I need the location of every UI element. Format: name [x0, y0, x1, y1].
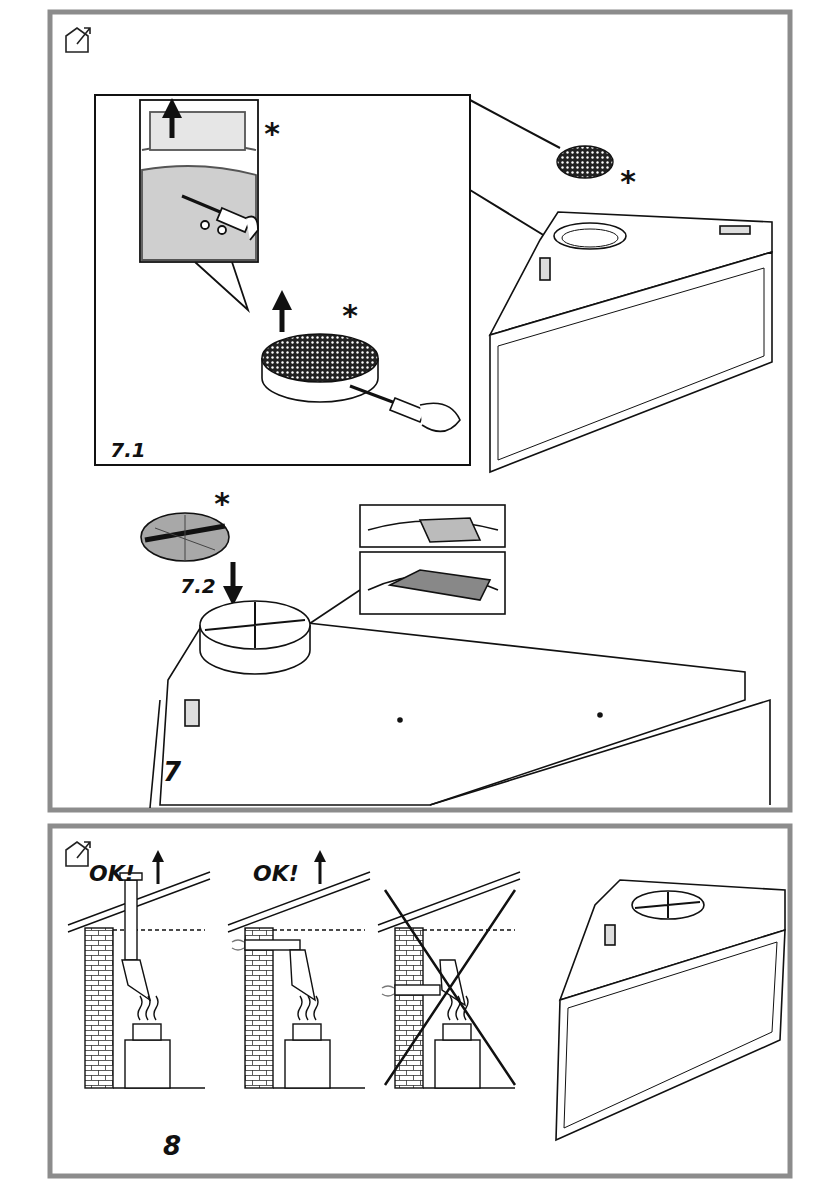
zoom-bubble-part	[360, 552, 505, 614]
ok-mark: OK!	[89, 863, 135, 885]
zoom-bubble	[300, 505, 505, 630]
house-icon-part	[77, 28, 90, 44]
zoom-bubble-part	[170, 108, 175, 138]
cooker-hood	[150, 601, 770, 808]
venting-scene-part	[385, 890, 515, 1085]
zoom-bubble-part	[182, 196, 225, 214]
venting-scene-part	[138, 996, 158, 1020]
cooker-hood-part	[605, 925, 615, 945]
cooker-hood-part	[200, 601, 310, 649]
venting-scene-part	[298, 996, 318, 1020]
cooker-hood-part	[490, 252, 772, 472]
cooker-hood-part	[632, 891, 704, 919]
cooker-hood-part	[598, 713, 602, 717]
zoom-bubble-part	[390, 570, 490, 600]
zoom-bubble-part	[218, 226, 226, 234]
asterisk-note: *	[264, 119, 280, 149]
zoom-bubble-part	[150, 112, 245, 150]
grease-filter	[262, 300, 460, 431]
figure-number: 7.2	[180, 576, 215, 596]
venting-scene-part	[382, 986, 394, 996]
panel-frame	[50, 12, 790, 1176]
inset-frame-part	[470, 100, 560, 236]
zoom-bubble-part	[142, 166, 256, 260]
house-icon	[66, 28, 90, 866]
venting-scene-part	[293, 1024, 321, 1040]
cooker-hood-part	[205, 602, 305, 648]
house-icon-part	[66, 28, 88, 52]
venting-scene-part	[122, 960, 150, 1000]
cooker-hood-part	[185, 700, 199, 726]
asterisk-note: *	[214, 489, 230, 519]
venting-scene-part	[245, 940, 300, 950]
panel-frame-part	[50, 12, 790, 810]
venting-scene-part	[319, 856, 322, 884]
grease-filter-part	[390, 398, 425, 422]
cooker-hood-part	[498, 268, 764, 460]
cooker-hood-part	[556, 930, 785, 1140]
carbon-filter-part	[141, 513, 229, 561]
cooker-hood-part	[150, 700, 160, 808]
cooker-hood	[490, 212, 772, 472]
zoom-bubble-part	[360, 505, 505, 547]
venting-scene-part	[290, 950, 315, 1000]
grease-filter-part	[557, 146, 613, 178]
zoom-bubble-part	[217, 208, 250, 232]
venting-scene-part	[395, 985, 440, 995]
venting-scene-part	[273, 929, 365, 930]
grease-filter	[557, 146, 613, 178]
cooker-hood-part	[720, 226, 750, 234]
cooker-hood-part	[635, 892, 700, 918]
carbon-filter	[141, 513, 233, 596]
cooker-hood-part	[540, 258, 550, 280]
panel-number: 8	[163, 1133, 181, 1159]
cooker-hood-part	[398, 718, 402, 722]
venting-scene	[68, 856, 520, 1088]
house-icon-part	[66, 842, 88, 866]
venting-scene-part	[245, 928, 273, 1088]
cooker-hood-part	[564, 942, 777, 1128]
panel-number: 7	[163, 759, 181, 785]
grease-filter-part	[280, 300, 285, 332]
zoom-bubble-part	[420, 518, 480, 542]
cooker-hood-part	[562, 229, 618, 247]
grease-filter-part	[262, 334, 378, 382]
zoom-bubble-part	[246, 217, 258, 241]
carbon-filter-part	[155, 515, 215, 560]
zoom-bubble-part	[195, 262, 248, 310]
venting-scene-part	[423, 929, 515, 930]
venting-scene-part	[232, 940, 244, 950]
carbon-filter-part	[231, 562, 236, 596]
zoom-bubble	[140, 100, 258, 310]
ok-mark: OK!	[253, 863, 299, 885]
zoom-bubble-part	[140, 100, 258, 262]
venting-scene-part	[85, 928, 113, 1088]
venting-scene-part	[125, 1040, 170, 1088]
venting-scene-part	[443, 1024, 471, 1040]
venting-scene-part	[133, 1024, 161, 1040]
asterisk-note: *	[342, 301, 358, 331]
cooker-hood-part	[430, 700, 770, 805]
cooker-hood-part	[554, 223, 626, 249]
venting-scene-part	[125, 880, 137, 960]
figure-number: 7.1	[110, 440, 145, 460]
house-icon-part	[77, 842, 90, 858]
grease-filter-part	[420, 403, 460, 431]
inset-frame-part	[95, 95, 470, 465]
venting-scene-part	[378, 872, 520, 932]
cooker-hood	[556, 880, 785, 1140]
venting-scene-part	[285, 1040, 330, 1088]
grease-filter-part	[350, 386, 398, 404]
venting-scene-part	[435, 1040, 480, 1088]
venting-scene-part	[228, 872, 370, 932]
zoom-bubble-part	[201, 221, 209, 229]
asterisk-note: *	[620, 167, 636, 197]
venting-scene-part	[157, 856, 160, 884]
panel-frame-part	[50, 826, 790, 1176]
